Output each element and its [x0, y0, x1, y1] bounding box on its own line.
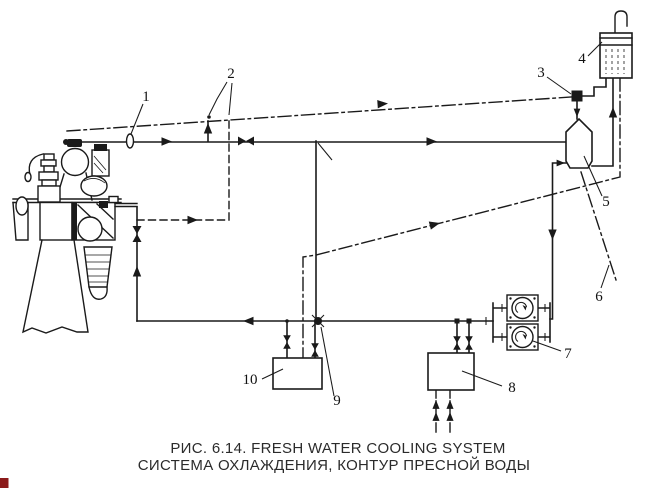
drain-tank — [272, 357, 323, 390]
label-5: 5 — [602, 194, 610, 210]
sea-water-lines — [435, 389, 451, 433]
thermostat-vessel — [565, 117, 593, 169]
figure-caption: РИС. 6.14. FRESH WATER COOLING SYSTEM СИ… — [138, 440, 530, 474]
pipe-junctions — [207, 115, 472, 328]
engine-vent-branch — [136, 118, 230, 221]
label-8: 8 — [508, 380, 516, 396]
scan-artifact — [0, 478, 9, 488]
label-9: 9 — [333, 393, 341, 409]
fresh-water-pipes — [63, 10, 628, 359]
shutoff-valves — [132, 136, 473, 357]
label-3: 3 — [537, 65, 545, 81]
outlet-line-valve — [125, 133, 135, 149]
vent-valve — [571, 90, 583, 102]
label-4: 4 — [578, 51, 586, 67]
caption-line-2: СИСТЕМА ОХЛАЖДЕНИЯ, КОНТУР ПРЕСНОЙ ВОДЫ — [138, 456, 530, 474]
fresh-water-cooler — [427, 352, 475, 391]
callout-labels: 1 2 3 4 5 6 7 8 9 10 — [130, 41, 610, 409]
drain-line — [580, 171, 618, 284]
engine-outlet-junction — [63, 139, 69, 145]
label-1: 1 — [142, 89, 150, 105]
overflow-line — [302, 77, 621, 359]
circulating-pumps — [485, 294, 546, 351]
air-vent-line — [66, 96, 572, 132]
engine-drawing — [12, 139, 138, 334]
tank-vent-goose-neck — [614, 10, 628, 34]
label-7: 7 — [564, 346, 572, 362]
label-10: 10 — [243, 372, 258, 388]
pump-flange-bolts — [509, 297, 536, 348]
label-2: 2 — [227, 66, 235, 82]
caption-line-1: РИС. 6.14. FRESH WATER COOLING SYSTEM — [170, 440, 505, 457]
label-6: 6 — [595, 289, 603, 305]
flow-arrows — [132, 99, 618, 421]
expansion-tank — [599, 32, 633, 79]
vent-and-drain-lines — [66, 77, 621, 433]
